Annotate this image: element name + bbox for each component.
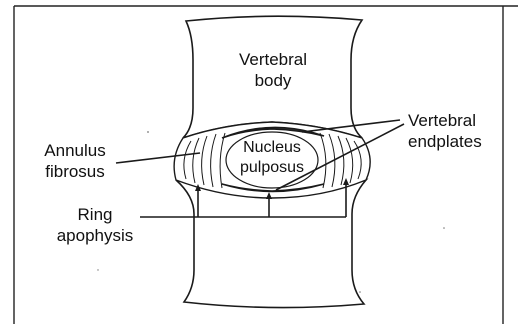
annulus-fibrosus-label-line2: fibrosus <box>34 161 116 182</box>
vertebral-body-label-line2: body <box>226 70 320 91</box>
vertebral-body-label-line1: Vertebral <box>226 49 320 70</box>
vertebral-endplates-label: Vertebral endplates <box>408 110 482 152</box>
nucleus-pulposus-label-line2: pulposus <box>232 158 312 178</box>
vertebral-body-label: Vertebral body <box>226 49 320 91</box>
ring-apophysis-label: Ring apophysis <box>48 204 142 246</box>
lower-vertebral-body <box>176 180 366 308</box>
annulus-fibrosus-label: Annulus fibrosus <box>34 140 116 182</box>
annulus-fibrosus-label-line1: Annulus <box>34 140 116 161</box>
vertebral-endplates-label-line2: endplates <box>408 131 482 152</box>
ring-apophysis-label-line1: Ring <box>48 204 142 225</box>
vertebral-endplates-label-line1: Vertebral <box>408 110 482 131</box>
nucleus-pulposus-label: Nucleus pulposus <box>232 138 312 178</box>
ring-apophysis-label-line2: apophysis <box>48 225 142 246</box>
nucleus-pulposus-label-line1: Nucleus <box>232 138 312 158</box>
